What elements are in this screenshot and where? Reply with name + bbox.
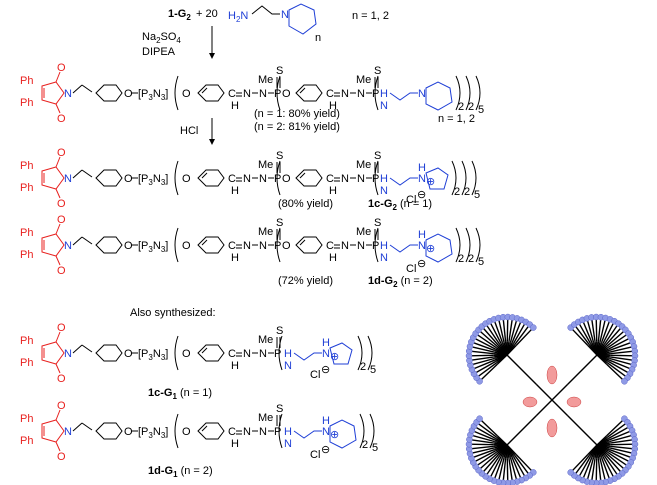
svg-text:⊕: ⊕ (426, 243, 435, 255)
svg-text:N: N (380, 185, 388, 197)
n-values: n = 1, 2 (352, 10, 389, 22)
svg-text:5: 5 (372, 442, 378, 454)
svg-text:[P3N3]: [P3N3] (138, 240, 168, 254)
svg-text:Cl: Cl (310, 369, 320, 381)
svg-text:H: H (418, 162, 426, 174)
core-bead-right (566, 396, 582, 408)
svg-text:N: N (418, 88, 426, 100)
also-synthesized-label: Also synthesized: (130, 307, 216, 319)
compound-row-1: [P3N3] O O H N N 2 2 5 n = 1, 2 (n = 1: … (19, 61, 484, 133)
dendrimer-bead (621, 378, 628, 385)
svg-text:n = 1, 2: n = 1, 2 (438, 113, 475, 125)
svg-text:5: 5 (478, 256, 484, 268)
svg-text:H: H (284, 348, 292, 360)
yield-note-1b: (n = 2: 81% yield) (254, 121, 340, 133)
compound-row-5: [P3N3] O H N N H ⊕ Cl ⊖ 2 5 1d-G1 (n = 2… (19, 399, 378, 479)
dendrimer-illustration (465, 313, 639, 485)
yield-note-3: (72% yield) (278, 275, 333, 287)
plus-coeff: + 20 (196, 8, 218, 20)
svg-text:O: O (182, 88, 191, 100)
compound-name-1c-g1: 1c-G1 (n = 1) (148, 387, 212, 401)
reagent-dipea: DIPEA (142, 46, 176, 58)
yield-note-2: (80% yield) (278, 198, 333, 210)
svg-text:2: 2 (458, 101, 464, 113)
svg-text:5: 5 (370, 364, 376, 376)
svg-text:⊕: ⊕ (330, 351, 339, 363)
svg-text:2: 2 (360, 361, 366, 373)
svg-text:O: O (282, 88, 291, 100)
svg-text:[P3N3]: [P3N3] (138, 348, 168, 362)
svg-text:5: 5 (478, 104, 484, 116)
dendrimer-bead (530, 324, 537, 331)
svg-text:N: N (284, 360, 292, 372)
svg-text:H: H (322, 415, 330, 427)
svg-text:2: 2 (458, 253, 464, 265)
svg-text:O: O (282, 240, 291, 252)
core-bead-top (546, 365, 558, 385)
svg-text:O: O (182, 348, 191, 360)
svg-text:2: 2 (464, 186, 470, 198)
core-bead-left (522, 396, 538, 408)
svg-text:Cl: Cl (406, 263, 416, 275)
svg-text:2: 2 (454, 186, 460, 198)
svg-text:2: 2 (362, 439, 368, 451)
svg-text:2: 2 (468, 101, 474, 113)
svg-text:O: O (182, 240, 191, 252)
svg-text:N: N (380, 252, 388, 264)
svg-text:Cl: Cl (310, 449, 320, 461)
compound-row-3: [P3N3] O O H N N H ⊕ Cl ⊖ 2 2 5 (72% yie… (19, 213, 484, 289)
compound-name-1d-g1: 1d-G1 (n = 2) (148, 465, 213, 479)
svg-text:H: H (380, 240, 388, 252)
core-bead-bottom (546, 418, 558, 438)
svg-text:O: O (182, 426, 191, 438)
svg-text:N: N (418, 173, 426, 185)
svg-text:⊖: ⊖ (321, 444, 330, 456)
compound-name-1c-g2: 1c-G2 (n = 1) (368, 198, 432, 212)
svg-text:⊖: ⊖ (417, 258, 426, 270)
svg-text:H: H (380, 173, 388, 185)
reactant-label: 1-G2 (168, 8, 191, 22)
dendrimer-bead (476, 415, 483, 422)
svg-text:5: 5 (474, 189, 480, 201)
svg-text:H: H (418, 229, 426, 241)
svg-text:[P3N3]: [P3N3] (138, 426, 168, 440)
compound-name-1d-g2: 1d-G2 (n = 2) (368, 275, 433, 289)
svg-text:n: n (315, 32, 321, 44)
compound-row-2: [P3N3] O O H N N H ⊕ Cl ⊖ 2 2 5 (80% yie… (19, 146, 480, 212)
svg-text:H: H (284, 426, 292, 438)
svg-text:H: H (322, 337, 330, 349)
svg-text:N: N (284, 438, 292, 450)
svg-text:N: N (322, 426, 330, 438)
svg-text:H: H (380, 88, 388, 100)
svg-text:⊖: ⊖ (321, 364, 330, 376)
yield-note-1a: (n = 1: 80% yield) (254, 108, 340, 120)
svg-text:O: O (282, 173, 291, 185)
svg-text:[P3N3]: [P3N3] (138, 88, 168, 102)
reagent-hcl: HCl (180, 125, 198, 137)
svg-text:O: O (182, 173, 191, 185)
compound-row-4: [P3N3] O H N N H ⊕ Cl ⊖ 2 5 1c-G1 (n = 1… (19, 321, 376, 401)
svg-text:⊕: ⊕ (426, 176, 435, 188)
amine-h2n: H2N (228, 10, 248, 24)
svg-text:N: N (281, 9, 289, 21)
dendrimer-bead (567, 469, 574, 476)
svg-text:⊕: ⊕ (330, 429, 339, 441)
svg-text:[P3N3]: [P3N3] (138, 173, 168, 187)
svg-text:2: 2 (468, 253, 474, 265)
svg-text:Cl: Cl (406, 194, 416, 206)
reagent-na2so4: Na2SO4 (142, 31, 181, 45)
svg-text:⊖: ⊖ (417, 189, 426, 201)
svg-text:N: N (418, 240, 426, 252)
svg-text:N: N (322, 348, 330, 360)
svg-text:N: N (380, 100, 388, 112)
